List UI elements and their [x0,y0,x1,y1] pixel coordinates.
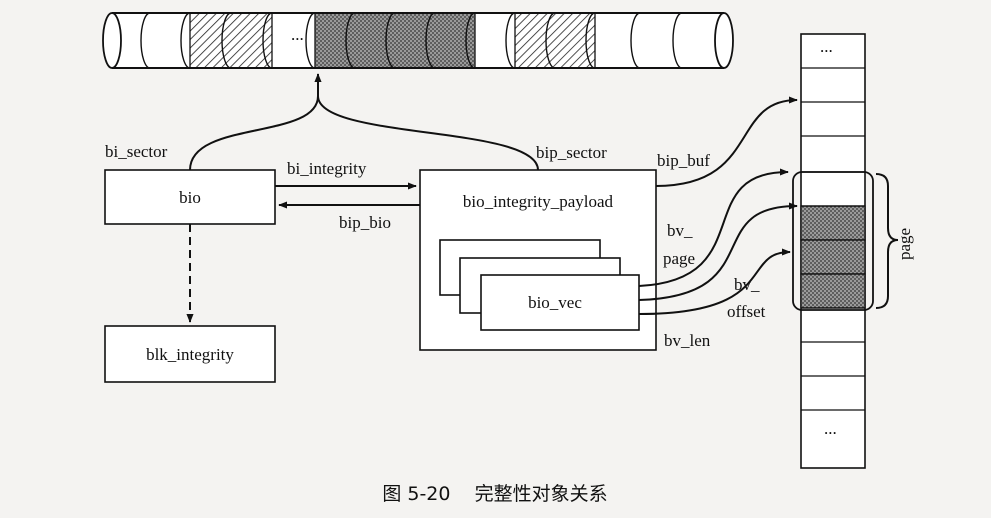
bv-len-label: bv_len [664,331,711,350]
page-cell-shaded-1 [800,205,866,241]
page-brace-label: page [895,228,914,260]
bv-offset-label-line2: offset [727,302,766,321]
page-cell-shaded-2 [800,239,866,275]
page-brace [875,173,899,309]
payload-box-label: bio_integrity_payload [463,192,614,211]
bip-bio-label: bip_bio [339,213,391,232]
disk-cylinder: ... [102,12,734,69]
bip-sector-label: bip_sector [536,143,607,162]
bv-page-label-line1: bv_ [667,221,693,240]
disk-seg-hatched-2 [514,12,596,69]
connectors [186,73,798,323]
disk-seg-dotted [314,12,476,69]
disk-seg-hatched-1 [189,12,273,69]
labels: bi_sector bi_integrity bip_bio bip_secto… [105,142,766,350]
bio-box-label: bio [179,188,201,207]
bip-buf-arrow [655,96,798,187]
bv-offset-label-line1: bv_ [734,275,760,294]
bv-page-label-line2: page [663,249,695,268]
bio-vec-stack: bio_vec [439,239,640,331]
bip-sector-line [317,95,539,171]
page-column: ... ... page [792,33,914,469]
disk-ellipsis: ... [291,25,304,44]
disk-right-cap [714,12,734,69]
bi-sector-line [189,95,319,171]
page-cell-shaded-3 [800,273,866,309]
page-group-outline [792,171,874,311]
bv-offset-arrow [638,202,798,301]
bio-box: bio [104,169,276,225]
bi-integrity-label: bi_integrity [287,159,367,178]
bv-len-arrow [638,248,791,315]
bio-vec-label: bio_vec [528,293,582,312]
bip-buf-label: bip_buf [657,151,710,170]
blk-integrity-box: blk_integrity [104,325,276,383]
bv-page-arrow [638,168,789,287]
page-bottom-ellipsis: ... [824,419,837,438]
blk-integrity-box-label: blk_integrity [146,345,234,364]
disk-left-cap [102,12,122,69]
page-top-ellipsis: ... [820,37,833,56]
bi-sector-label: bi_sector [105,142,168,161]
figure-caption: 图 5-20 完整性对象关系 [382,483,607,505]
